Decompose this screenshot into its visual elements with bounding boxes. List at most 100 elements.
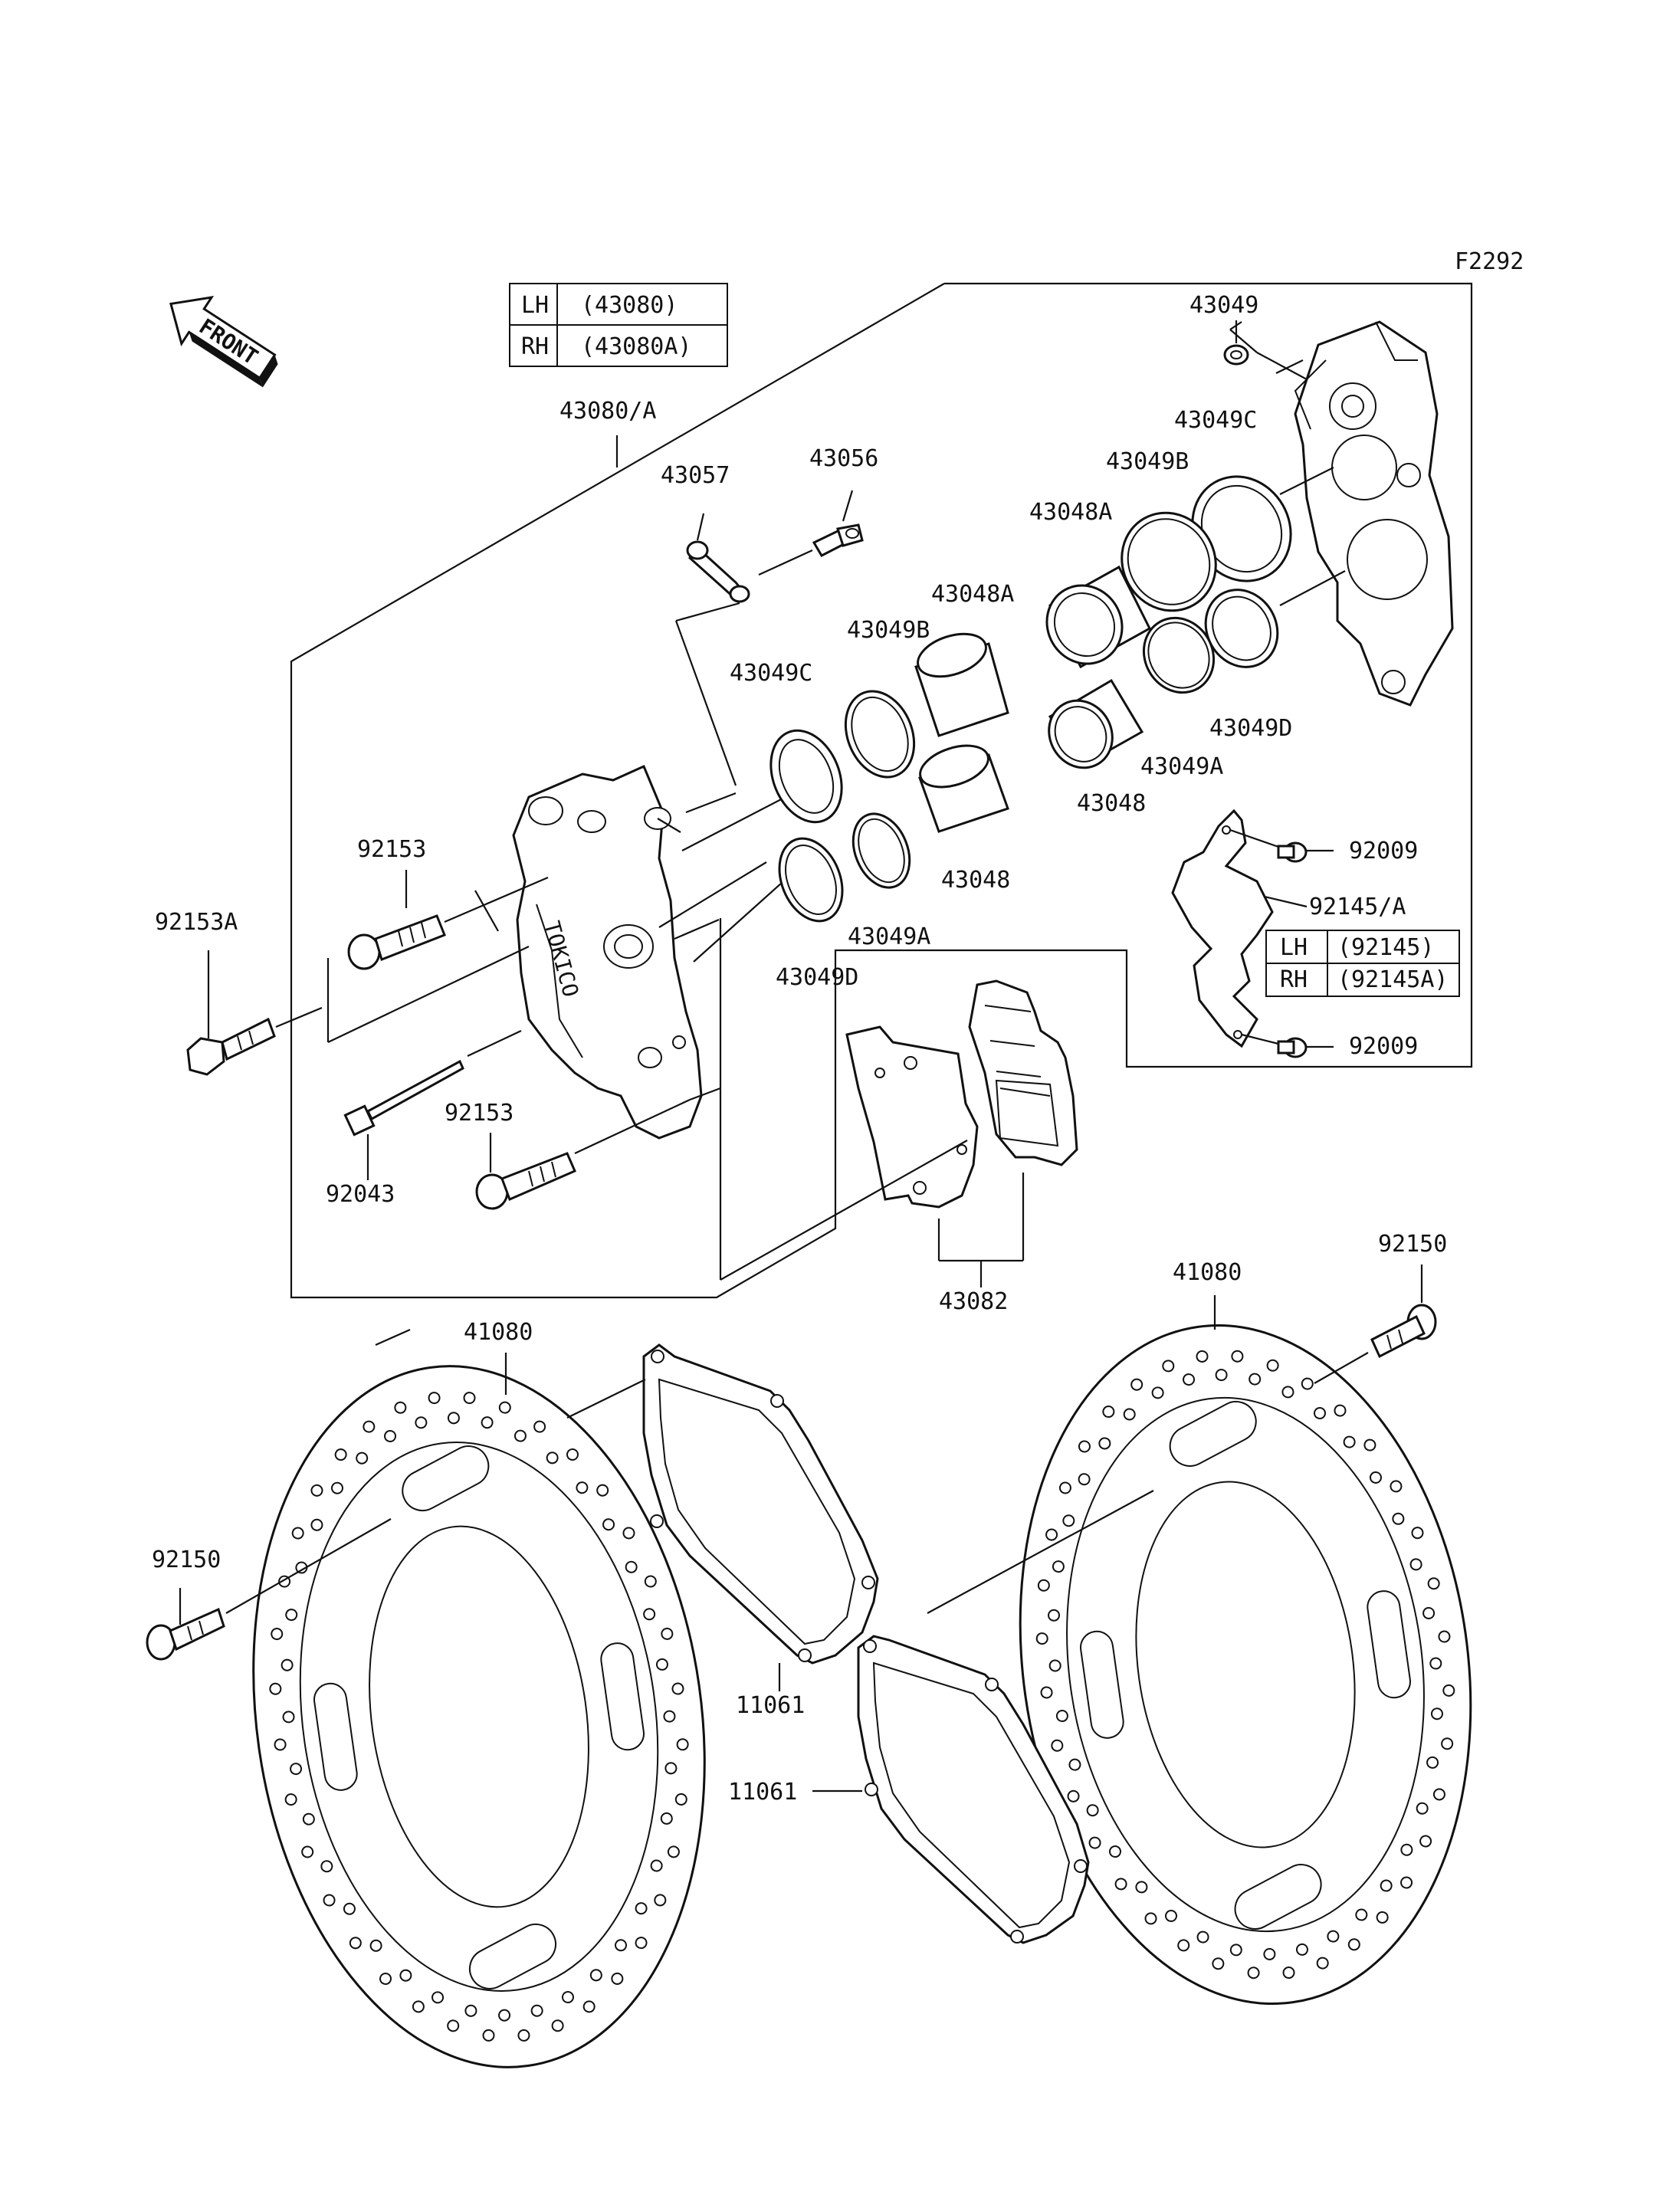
caliper-table-rh: RH: [521, 333, 549, 360]
callout-92153-top: 92153: [357, 836, 426, 863]
disc-vent-hole: [674, 1793, 687, 1806]
seal-43049a-left: [851, 812, 911, 889]
disc-vent-hole: [498, 2009, 511, 2022]
disc-vent-hole: [622, 1527, 635, 1540]
shim-11061-right: [857, 1635, 1090, 1944]
disc-vent-hole: [464, 2004, 477, 2017]
disc-vent-hole: [379, 1973, 392, 1986]
callout-92043: 92043: [326, 1181, 395, 1208]
disc-vent-hole: [1263, 1947, 1276, 1960]
disc-bolt-92150-left: [146, 1607, 225, 1661]
disc-vent-hole: [1045, 1528, 1058, 1541]
caliper-table-lh: LH: [521, 292, 549, 319]
disc-vent-hole: [517, 2029, 530, 2042]
disc-bolt-92150-right: [1370, 1304, 1437, 1359]
disc-vent-hole: [566, 1448, 579, 1461]
disc-vent-hole: [310, 1484, 323, 1497]
callout-43080a: 43080/A: [559, 398, 656, 425]
disc-vent-hole: [667, 1845, 680, 1858]
disc-vent-hole: [1442, 1684, 1455, 1697]
callout-92009-bottom: 92009: [1349, 1033, 1418, 1060]
disc-vent-hole: [349, 1937, 362, 1950]
piston-43048-right: [1048, 678, 1144, 769]
callout-43056: 43056: [809, 445, 878, 472]
front-arrow-icon: FRONT: [169, 296, 278, 388]
disc-vent-hole: [1135, 1881, 1148, 1894]
bracket-table-lh: LH: [1280, 934, 1308, 961]
callout-43049b-left: 43049B: [847, 617, 930, 644]
disc-vent-hole: [1067, 1789, 1080, 1802]
disc-vent-hole: [625, 1560, 638, 1573]
disc-vent-hole: [447, 2019, 460, 2032]
disc-vent-hole: [1183, 1373, 1196, 1386]
disc-vent-hole: [1123, 1408, 1136, 1421]
disc-vent-hole: [1078, 1440, 1091, 1453]
disc-vent-hole: [284, 1793, 297, 1806]
callout-43057: 43057: [661, 462, 730, 489]
disc-vent-hole: [1429, 1657, 1442, 1670]
disc-vent-hole: [1422, 1606, 1436, 1619]
callout-92153-bottom: 92153: [445, 1100, 514, 1127]
disc-vent-hole: [655, 1658, 668, 1671]
callout-43048a-left: 43048A: [931, 581, 1014, 608]
disc-vent-hole: [1196, 1350, 1209, 1363]
disc-vent-hole: [1409, 1558, 1422, 1571]
brake-pad-left: [845, 1025, 979, 1209]
disc-vent-hole: [1052, 1560, 1065, 1573]
disc-vent-hole: [274, 1738, 287, 1751]
disc-vent-hole: [1376, 1911, 1389, 1924]
disc-vent-hole: [369, 1939, 382, 1952]
disc-vent-hole: [1229, 1944, 1242, 1957]
disc-vent-hole: [323, 1894, 336, 1907]
callout-43049b-right: 43049B: [1106, 448, 1189, 475]
disc-vent-hole: [1037, 1579, 1050, 1592]
disc-vent-hole: [551, 2019, 564, 2032]
shim-11061-left: [642, 1343, 879, 1665]
callout-43082: 43082: [939, 1288, 1008, 1315]
disc-vent-hole: [1058, 1481, 1071, 1494]
callout-43048-right: 43048: [1077, 790, 1146, 817]
bracket-table-rh-part: (92145A): [1337, 966, 1449, 993]
bolt-92153a-flange: [186, 1017, 276, 1076]
disc-vent-hole: [1212, 1957, 1225, 1970]
disc-vent-hole: [1355, 1908, 1368, 1921]
disc-vent-hole: [282, 1711, 295, 1724]
disc-vent-hole: [1231, 1350, 1244, 1363]
callout-43049a-right: 43049A: [1140, 753, 1223, 780]
brake-pad-right: [968, 979, 1078, 1166]
disc-vent-hole: [1068, 1758, 1081, 1771]
callout-11061-left: 11061: [736, 1692, 805, 1719]
seal-43049b-left: [844, 690, 916, 779]
seal-43049c-left: [769, 729, 843, 824]
piston-43048a-left: [914, 632, 1009, 737]
disc-vent-hole: [302, 1812, 315, 1825]
bolt-92153-bottom: [475, 1152, 576, 1210]
callout-92150-right: 92150: [1378, 1231, 1447, 1258]
disc-vent-hole: [1432, 1788, 1445, 1801]
disc-vent-hole: [1438, 1630, 1451, 1643]
disc-vent-hole: [546, 1451, 559, 1465]
disc-vent-hole: [635, 1937, 648, 1950]
disc-vent-hole: [415, 1416, 428, 1429]
disc-vent-hole: [561, 1991, 574, 2004]
disc-vent-hole: [1196, 1930, 1209, 1944]
disc-vent-hole: [1109, 1845, 1122, 1858]
caliper-table-rh-part: (43080A): [581, 333, 692, 360]
bleeder-cap-43057: [686, 540, 750, 603]
disc-vent-hole: [533, 1420, 546, 1433]
disc-vent-hole: [334, 1448, 347, 1461]
disc-vent-hole: [650, 1859, 663, 1872]
caliper-variant-table: LH (43080) RH (43080A): [509, 283, 728, 367]
disc-vent-hole: [1295, 1943, 1308, 1956]
disc-vent-hole: [363, 1420, 376, 1433]
disc-vent-hole: [1114, 1878, 1127, 1891]
disc-vent-hole: [269, 1682, 282, 1695]
disc-vent-hole: [1427, 1577, 1440, 1590]
disc-vent-hole: [589, 1969, 602, 1982]
disc-vent-hole: [1215, 1369, 1228, 1382]
disc-vent-hole: [1078, 1473, 1091, 1486]
disc-vent-hole: [1400, 1843, 1413, 1856]
disc-vent-hole: [676, 1738, 689, 1751]
disc-vent-hole: [1040, 1686, 1053, 1699]
disc-vent-hole: [1334, 1404, 1347, 1417]
